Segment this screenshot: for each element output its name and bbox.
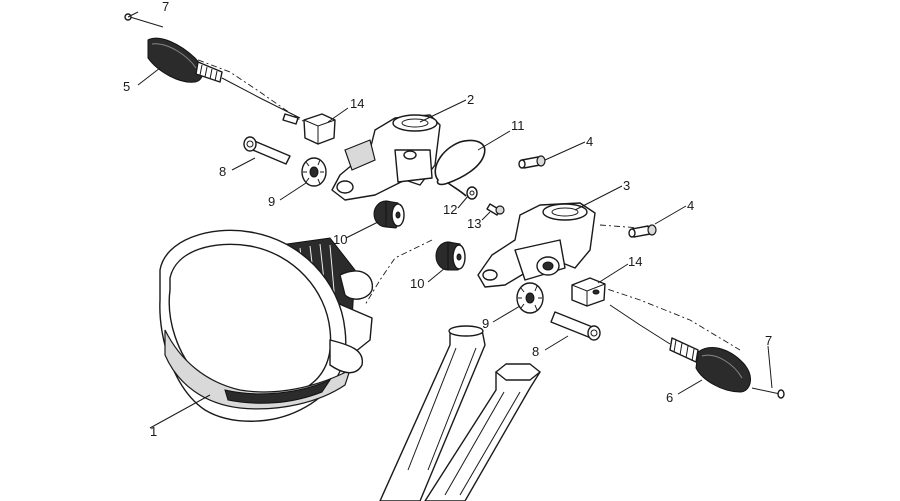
turn-signal-left <box>147 37 301 125</box>
bolt-8-right <box>550 311 601 341</box>
callout-8-right: 8 <box>532 344 539 359</box>
callout-6: 6 <box>666 390 673 405</box>
screw-4-upper <box>518 155 546 169</box>
callout-11: 11 <box>511 118 525 133</box>
screw-4-lower <box>628 224 657 238</box>
callout-labels: 1 2 3 4 4 5 6 7 7 8 8 9 9 10 10 11 12 13… <box>123 0 772 439</box>
bracket-left <box>331 114 441 201</box>
connector-14-right <box>571 277 606 307</box>
turn-signal-right <box>609 304 751 393</box>
callout-7-lower: 7 <box>765 333 772 348</box>
callout-14-right: 14 <box>628 254 642 269</box>
callout-7-upper: 7 <box>162 0 169 14</box>
callout-1: 1 <box>150 424 157 439</box>
headlight-assembly <box>159 229 374 422</box>
callout-2: 2 <box>467 92 474 107</box>
damper-10-right <box>435 241 466 271</box>
callout-9-right: 9 <box>482 316 489 331</box>
callout-8-left: 8 <box>219 164 226 179</box>
nut-12 <box>466 186 478 200</box>
wire-clip-11 <box>434 139 486 197</box>
fork-tube-right <box>424 363 541 501</box>
callout-3: 3 <box>623 178 630 193</box>
callout-9-left: 9 <box>268 194 275 209</box>
damper-10-left <box>373 200 405 229</box>
bracket-right <box>477 202 596 288</box>
washer-9-right <box>516 282 544 314</box>
washer-9-left <box>301 157 327 187</box>
connector-14-left <box>303 113 336 145</box>
callout-10-right: 10 <box>410 276 424 291</box>
screw-7-lower <box>751 387 785 399</box>
callout-4-lower: 4 <box>687 198 694 213</box>
fork-tube-left <box>379 325 486 501</box>
bolt-8-left <box>243 136 291 165</box>
callout-13: 13 <box>467 216 481 231</box>
callout-14-left: 14 <box>350 96 364 111</box>
callout-leader-lines <box>127 11 773 429</box>
callout-4-upper: 4 <box>586 134 593 149</box>
callout-5: 5 <box>123 79 130 94</box>
callout-12: 12 <box>443 202 457 217</box>
screw-13 <box>486 203 505 216</box>
callout-10-left: 10 <box>333 232 347 247</box>
